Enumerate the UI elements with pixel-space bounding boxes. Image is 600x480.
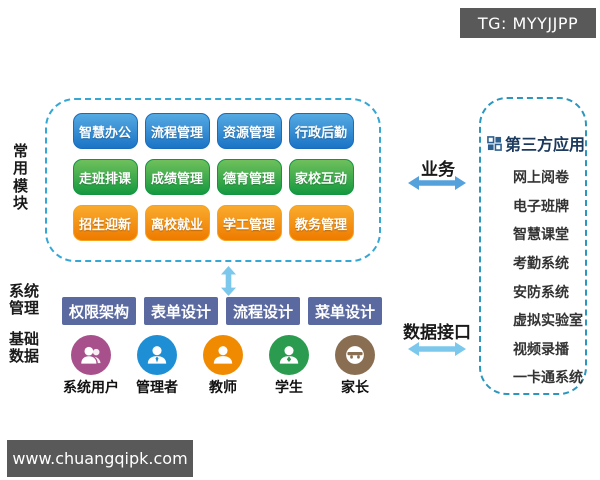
label-basic-data: 基础数据 (8, 330, 39, 366)
module-resource-mgmt: 资源管理 (216, 113, 282, 149)
tg-badge: TG: MYYJJPP (460, 8, 596, 38)
label-business: 业务 (421, 160, 455, 180)
module-row-blue: 智慧办公 流程管理 资源管理 行政后勤 (72, 113, 354, 149)
module-row-green: 走班排课 成绩管理 德育管理 家校互动 (72, 159, 354, 195)
tp-item-e-class-sign: 电子班牌 (513, 198, 569, 215)
users-row: 系统用户 管理者 教师 (58, 335, 388, 397)
module-moral-education: 德育管理 (216, 159, 282, 195)
user-administrator: 管理者 (124, 335, 190, 397)
user-label: 学生 (275, 380, 303, 396)
user-student: 学生 (256, 335, 322, 397)
module-grid: 智慧办公 流程管理 资源管理 行政后勤 走班排课 成绩管理 德育管理 家校互动 … (47, 113, 379, 241)
tool-permission-architecture: 权限架构 (62, 297, 136, 325)
label-system-management: 系统管理 (8, 282, 39, 318)
tp-item-virtual-lab: 虚拟实验室 (513, 313, 583, 330)
avatar (137, 335, 177, 375)
user-parent: 家长 (322, 335, 388, 397)
tp-item-video-recording: 视频录播 (513, 341, 569, 358)
third-party-title: 第三方应用 (505, 135, 586, 154)
module-home-school: 家校互动 (288, 159, 354, 195)
label-common-modules: 常用模块 (12, 142, 28, 212)
third-party-header: 第三方应用 (487, 131, 585, 155)
module-grades-mgmt: 成绩管理 (144, 159, 210, 195)
module-admissions: 招生迎新 (72, 205, 138, 241)
avatar (335, 335, 375, 375)
admin-icon (147, 346, 167, 364)
tp-item-online-grading: 网上阅卷 (513, 170, 569, 187)
tp-item-one-card-system: 一卡通系统 (513, 370, 583, 387)
tp-item-security-system: 安防系统 (513, 284, 569, 301)
user-teacher: 教师 (190, 335, 256, 397)
business-double-arrow-icon (408, 176, 466, 190)
module-student-affairs: 学工管理 (216, 205, 282, 241)
data-interface-double-arrow-icon (408, 342, 466, 356)
avatar (269, 335, 309, 375)
user-label: 教师 (209, 380, 237, 396)
user-label: 系统用户 (63, 380, 119, 396)
third-party-list: 网上阅卷 电子班牌 智慧课堂 考勤系统 安防系统 虚拟实验室 视频录播 一卡通系… (513, 163, 583, 392)
user-label: 家长 (341, 380, 369, 396)
tool-form-design: 表单设计 (144, 297, 218, 325)
avatar (71, 335, 111, 375)
tp-item-attendance-system: 考勤系统 (513, 256, 569, 273)
tp-item-smart-classroom: 智慧课堂 (513, 227, 569, 244)
user-label: 管理者 (136, 380, 178, 396)
apps-grid-icon (487, 135, 502, 151)
avatar (203, 335, 243, 375)
module-academic-affairs: 教务管理 (288, 205, 354, 241)
module-row-orange: 招生迎新 离校就业 学工管理 教务管理 (72, 205, 354, 241)
student-icon (279, 346, 299, 364)
teacher-icon (213, 346, 233, 364)
common-modules-panel: 智慧办公 流程管理 资源管理 行政后勤 走班排课 成绩管理 德育管理 家校互动 … (45, 98, 381, 262)
module-admin-logistics: 行政后勤 (288, 113, 354, 149)
tool-menu-design: 菜单设计 (308, 297, 382, 325)
label-data-interface: 数据接口 (403, 323, 471, 343)
third-party-panel (479, 97, 587, 395)
footer-url-bar: www.chuangqipk.com (7, 440, 193, 477)
module-graduation: 离校就业 (144, 205, 210, 241)
module-class-scheduling: 走班排课 (72, 159, 138, 195)
vertical-double-arrow-icon (221, 266, 236, 296)
parent-icon (346, 346, 364, 364)
system-users-icon (81, 346, 101, 364)
system-tools-row: 权限架构 表单设计 流程设计 菜单设计 (62, 297, 382, 325)
tool-process-design: 流程设计 (226, 297, 300, 325)
module-process-mgmt: 流程管理 (144, 113, 210, 149)
user-system-users: 系统用户 (58, 335, 124, 397)
module-smart-office: 智慧办公 (72, 113, 138, 149)
